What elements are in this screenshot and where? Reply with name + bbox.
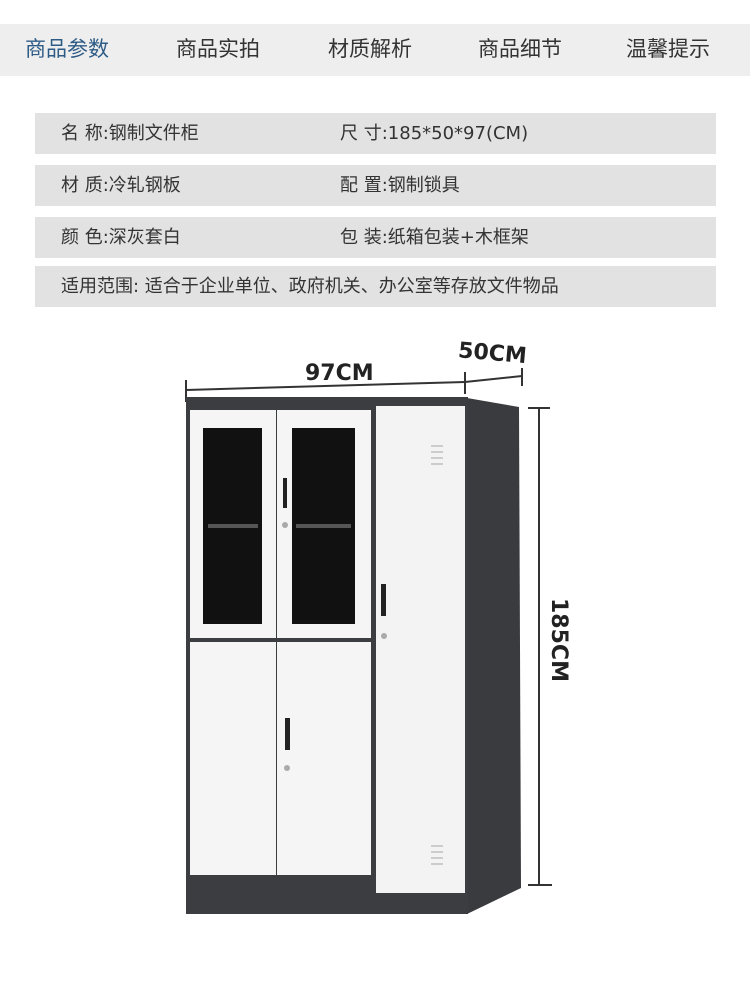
upper-door-handle [283,478,287,508]
spec-row-color-packing: 颜 色:深灰套白 包 装:纸箱包装+木框架 [35,217,716,258]
spec-row-material-config: 材 质:冷轧钢板 配 置:钢制锁具 [35,165,716,206]
height-label: 185CM [546,598,571,682]
tab-product-params[interactable]: 商品参数 [25,37,109,61]
cabinet-side-panel [467,398,521,914]
lower-right-door [277,642,371,875]
spec-scope: 适用范围: 适合于企业单位、政府机关、办公室等存放文件物品 [61,276,559,297]
spec-material: 材 质:冷轧钢板 [61,175,181,196]
width-label: 97CM [305,361,374,386]
spec-config: 配 置:钢制锁具 [340,175,460,196]
lower-door-lock [284,765,290,771]
lower-left-door [190,642,276,875]
spec-name: 名 称:钢制文件柜 [61,123,199,144]
tab-material-analysis[interactable]: 材质解析 [328,37,412,61]
detail-tab-bar: 商品参数 商品实拍 材质解析 商品细节 温馨提示 [0,24,750,76]
upper-door-lock [282,522,288,528]
cabinet-illustration: 97CM 50CM 185CM [185,338,571,914]
spec-color: 颜 色:深灰套白 [61,227,181,248]
tab-real-photos[interactable]: 商品实拍 [176,37,260,61]
spec-row-name-size: 名 称:钢制文件柜 尺 寸:185*50*97(CM) [35,113,716,154]
width-dimension: 97CM [185,361,466,402]
tab-product-details[interactable]: 商品细节 [478,37,562,61]
spec-packing: 包 装:纸箱包装+木框架 [340,227,529,248]
depth-dimension: 50CM [457,338,528,386]
upper-left-glass-door [190,410,276,638]
lower-door-handle [285,718,290,750]
right-tall-door [376,406,465,893]
spec-size: 尺 寸:185*50*97(CM) [340,123,529,144]
spec-row-scope: 适用范围: 适合于企业单位、政府机关、办公室等存放文件物品 [35,266,716,307]
tab-warm-tips[interactable]: 温馨提示 [626,37,710,61]
depth-label: 50CM [457,338,528,369]
height-dimension: 185CM [528,407,571,886]
upper-right-glass-door [277,410,371,638]
